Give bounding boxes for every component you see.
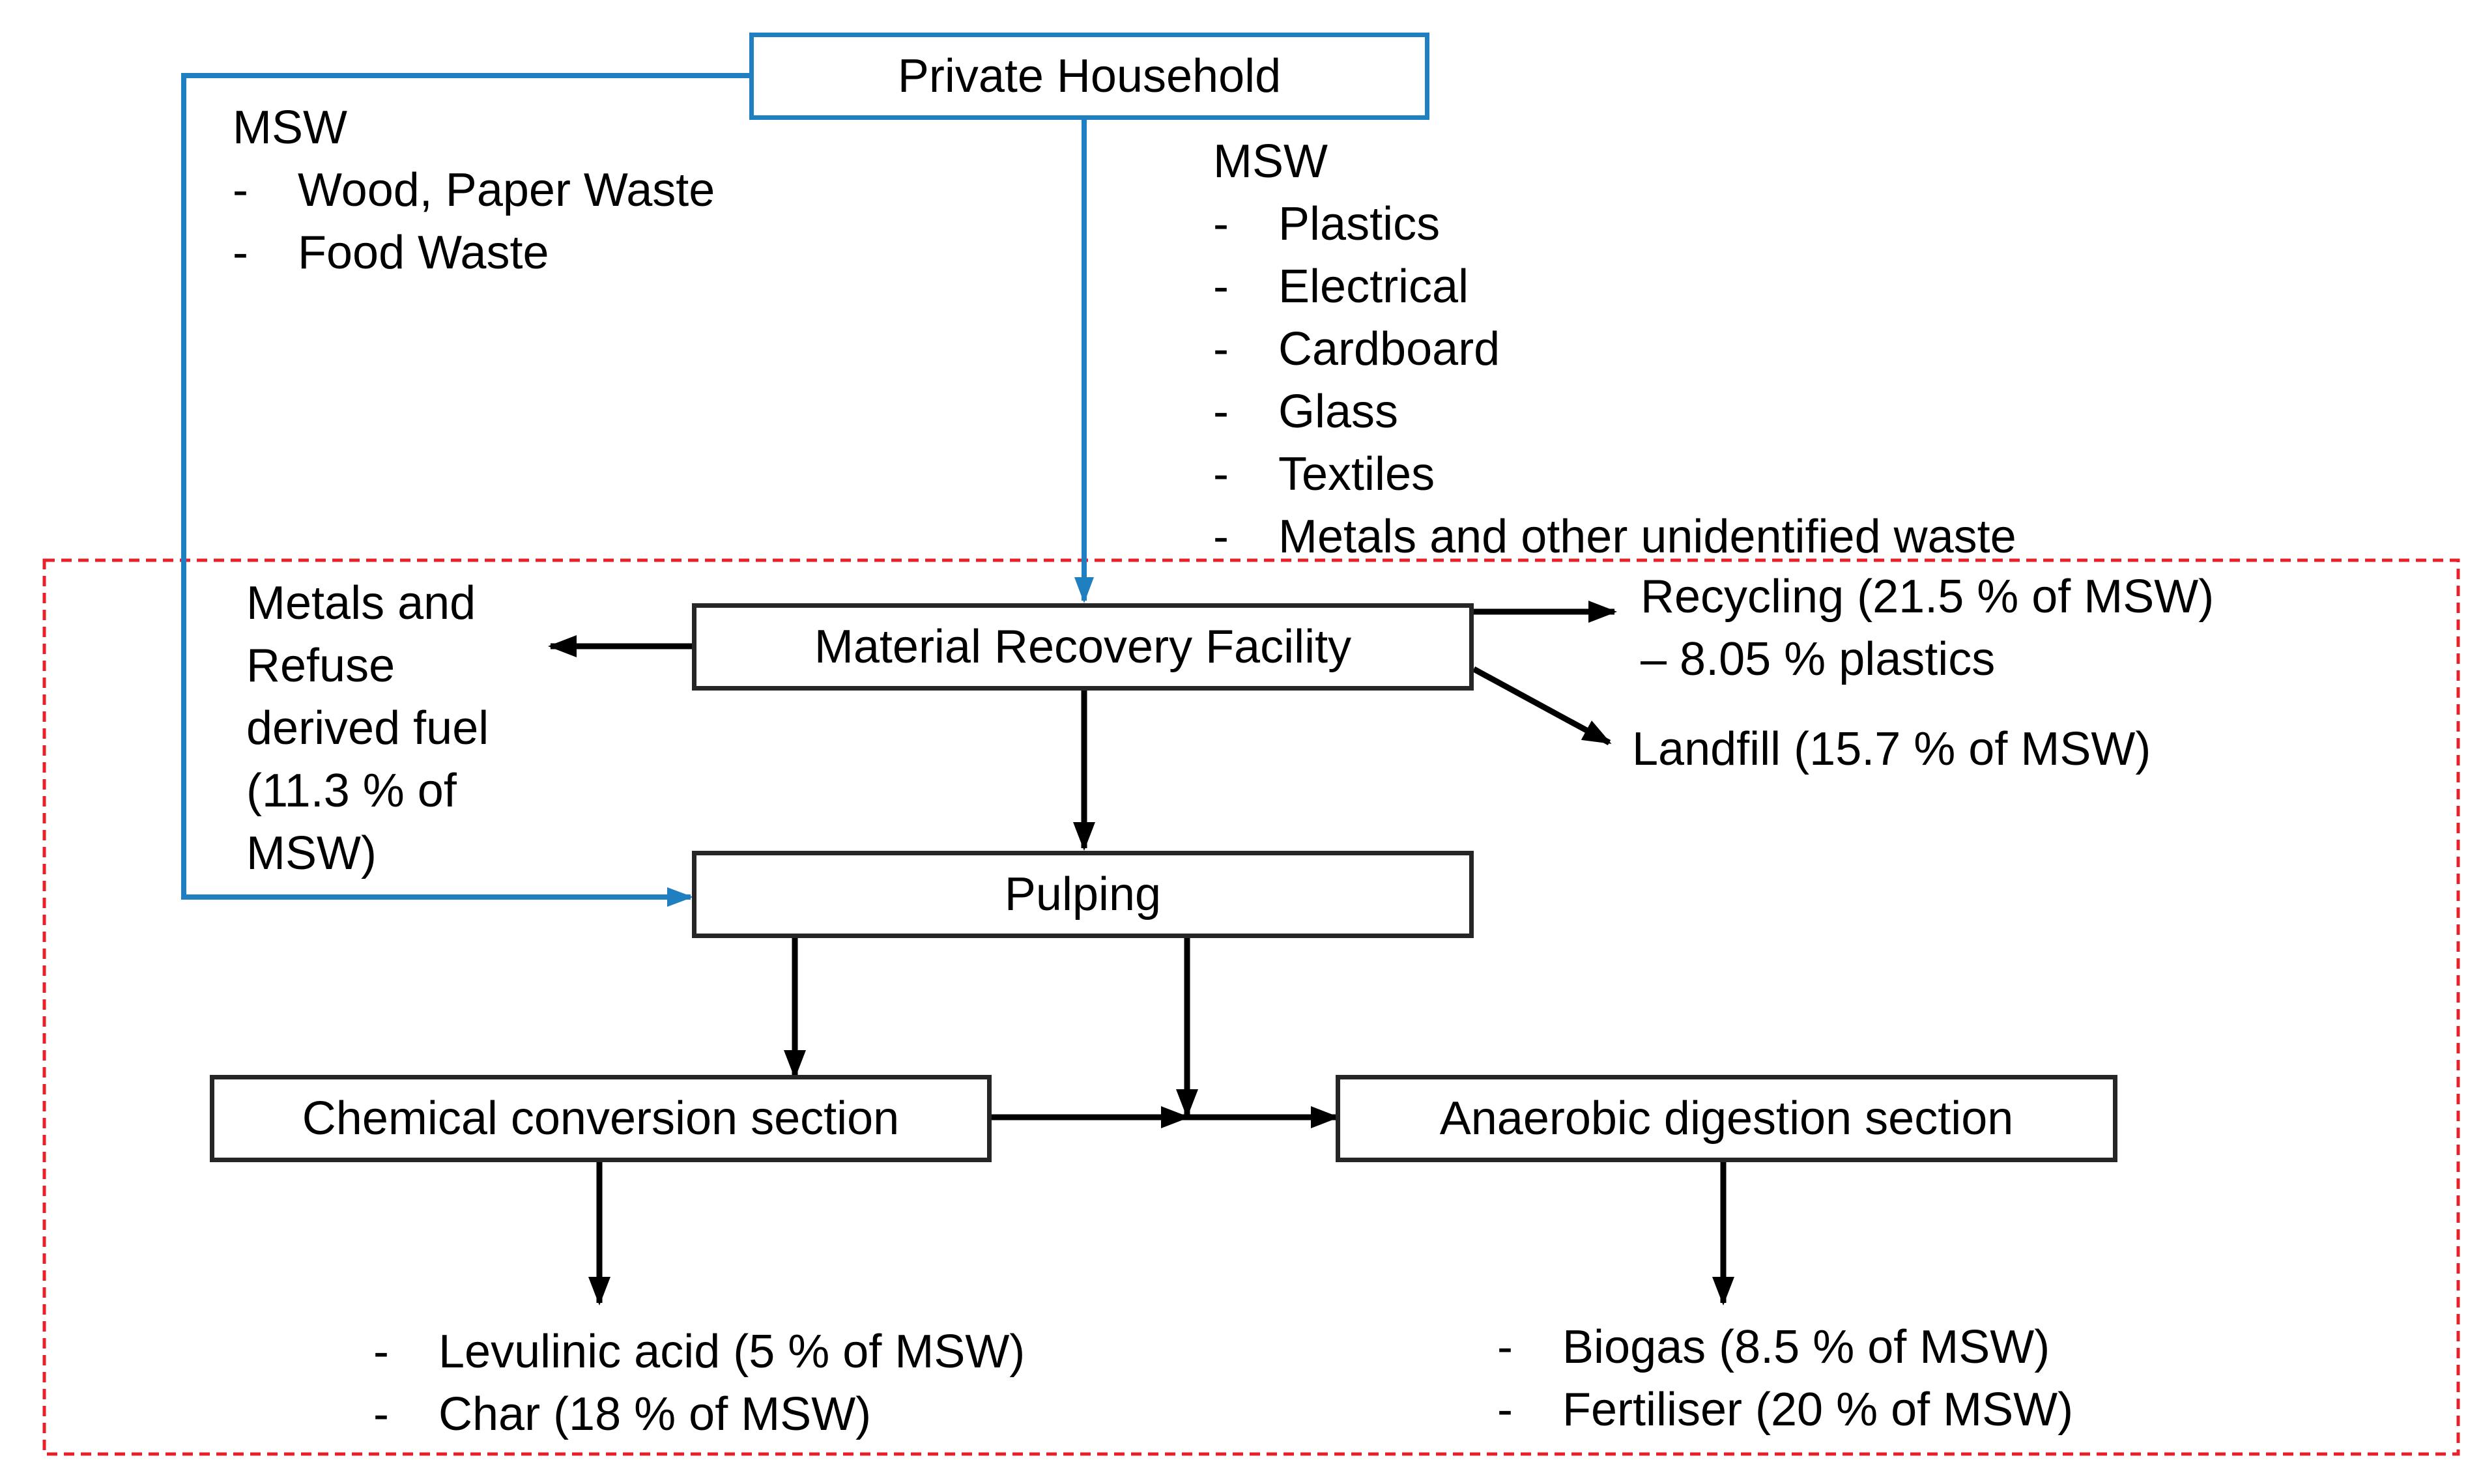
list-item: Glass <box>1213 380 2016 443</box>
msw-left-list: MSW Wood, Paper Waste Food Waste <box>233 96 715 284</box>
chemical-products-list: Levulinic acid (5 % of MSW) Char (18 % o… <box>373 1320 1025 1446</box>
rdf-line: (11.3 % of <box>246 765 457 817</box>
flow-mrf-to-landfill <box>1472 666 1612 745</box>
recycling-line: Recycling (21.5 % of MSW) <box>1641 571 2215 623</box>
material-recovery-facility-label: Material Recovery Facility <box>814 621 1352 673</box>
list-item: Textiles <box>1213 443 2016 506</box>
list-item: Char (18 % of MSW) <box>373 1383 1025 1446</box>
chemical-conversion-label: Chemical conversion section <box>302 1092 900 1145</box>
list-item: Levulinic acid (5 % of MSW) <box>373 1320 1025 1383</box>
msw-right-items: Plastics Electrical Cardboard Glass Text… <box>1213 193 2016 568</box>
rdf-line: derived fuel <box>246 702 489 754</box>
list-item: Biogas (8.5 % of MSW) <box>1497 1316 2073 1378</box>
recycling-output-text: Recycling (21.5 % of MSW) – 8.05 % plast… <box>1641 565 2214 691</box>
list-item: Food Waste <box>233 221 715 284</box>
private-household-box: Private Household <box>749 33 1429 120</box>
list-item: Fertiliser (20 % of MSW) <box>1497 1378 2073 1441</box>
list-item: Metals and other unidentified waste <box>1213 506 2016 568</box>
anaerobic-digestion-box: Anaerobic digestion section <box>1336 1075 2117 1162</box>
msw-left-items: Wood, Paper Waste Food Waste <box>233 159 715 284</box>
rdf-line: Metals and <box>246 577 476 629</box>
list-item: Wood, Paper Waste <box>233 159 715 221</box>
anaerobic-digestion-label: Anaerobic digestion section <box>1439 1092 2014 1145</box>
anaerobic-products-list: Biogas (8.5 % of MSW) Fertiliser (20 % o… <box>1497 1316 2073 1441</box>
msw-right-list: MSW Plastics Electrical Cardboard Glass … <box>1213 130 2016 568</box>
recycling-line: – 8.05 % plastics <box>1641 633 1996 685</box>
msw-left-heading: MSW <box>233 102 347 154</box>
rdf-output-text: Metals and Refuse derived fuel (11.3 % o… <box>246 572 489 885</box>
list-item: Plastics <box>1213 193 2016 255</box>
pulping-box: Pulping <box>692 851 1474 938</box>
pulping-label: Pulping <box>1004 868 1162 920</box>
rdf-line: Refuse <box>246 640 395 692</box>
landfill-output-text: Landfill (15.7 % of MSW) <box>1632 723 2151 775</box>
list-item: Electrical <box>1213 255 2016 318</box>
chemical-conversion-box: Chemical conversion section <box>210 1075 992 1162</box>
flow-household-to-pulping <box>181 73 749 907</box>
rdf-line: MSW) <box>246 827 377 879</box>
material-recovery-facility-box: Material Recovery Facility <box>692 603 1474 691</box>
msw-right-heading: MSW <box>1213 136 1328 188</box>
list-item: Cardboard <box>1213 318 2016 380</box>
private-household-label: Private Household <box>897 50 1282 102</box>
